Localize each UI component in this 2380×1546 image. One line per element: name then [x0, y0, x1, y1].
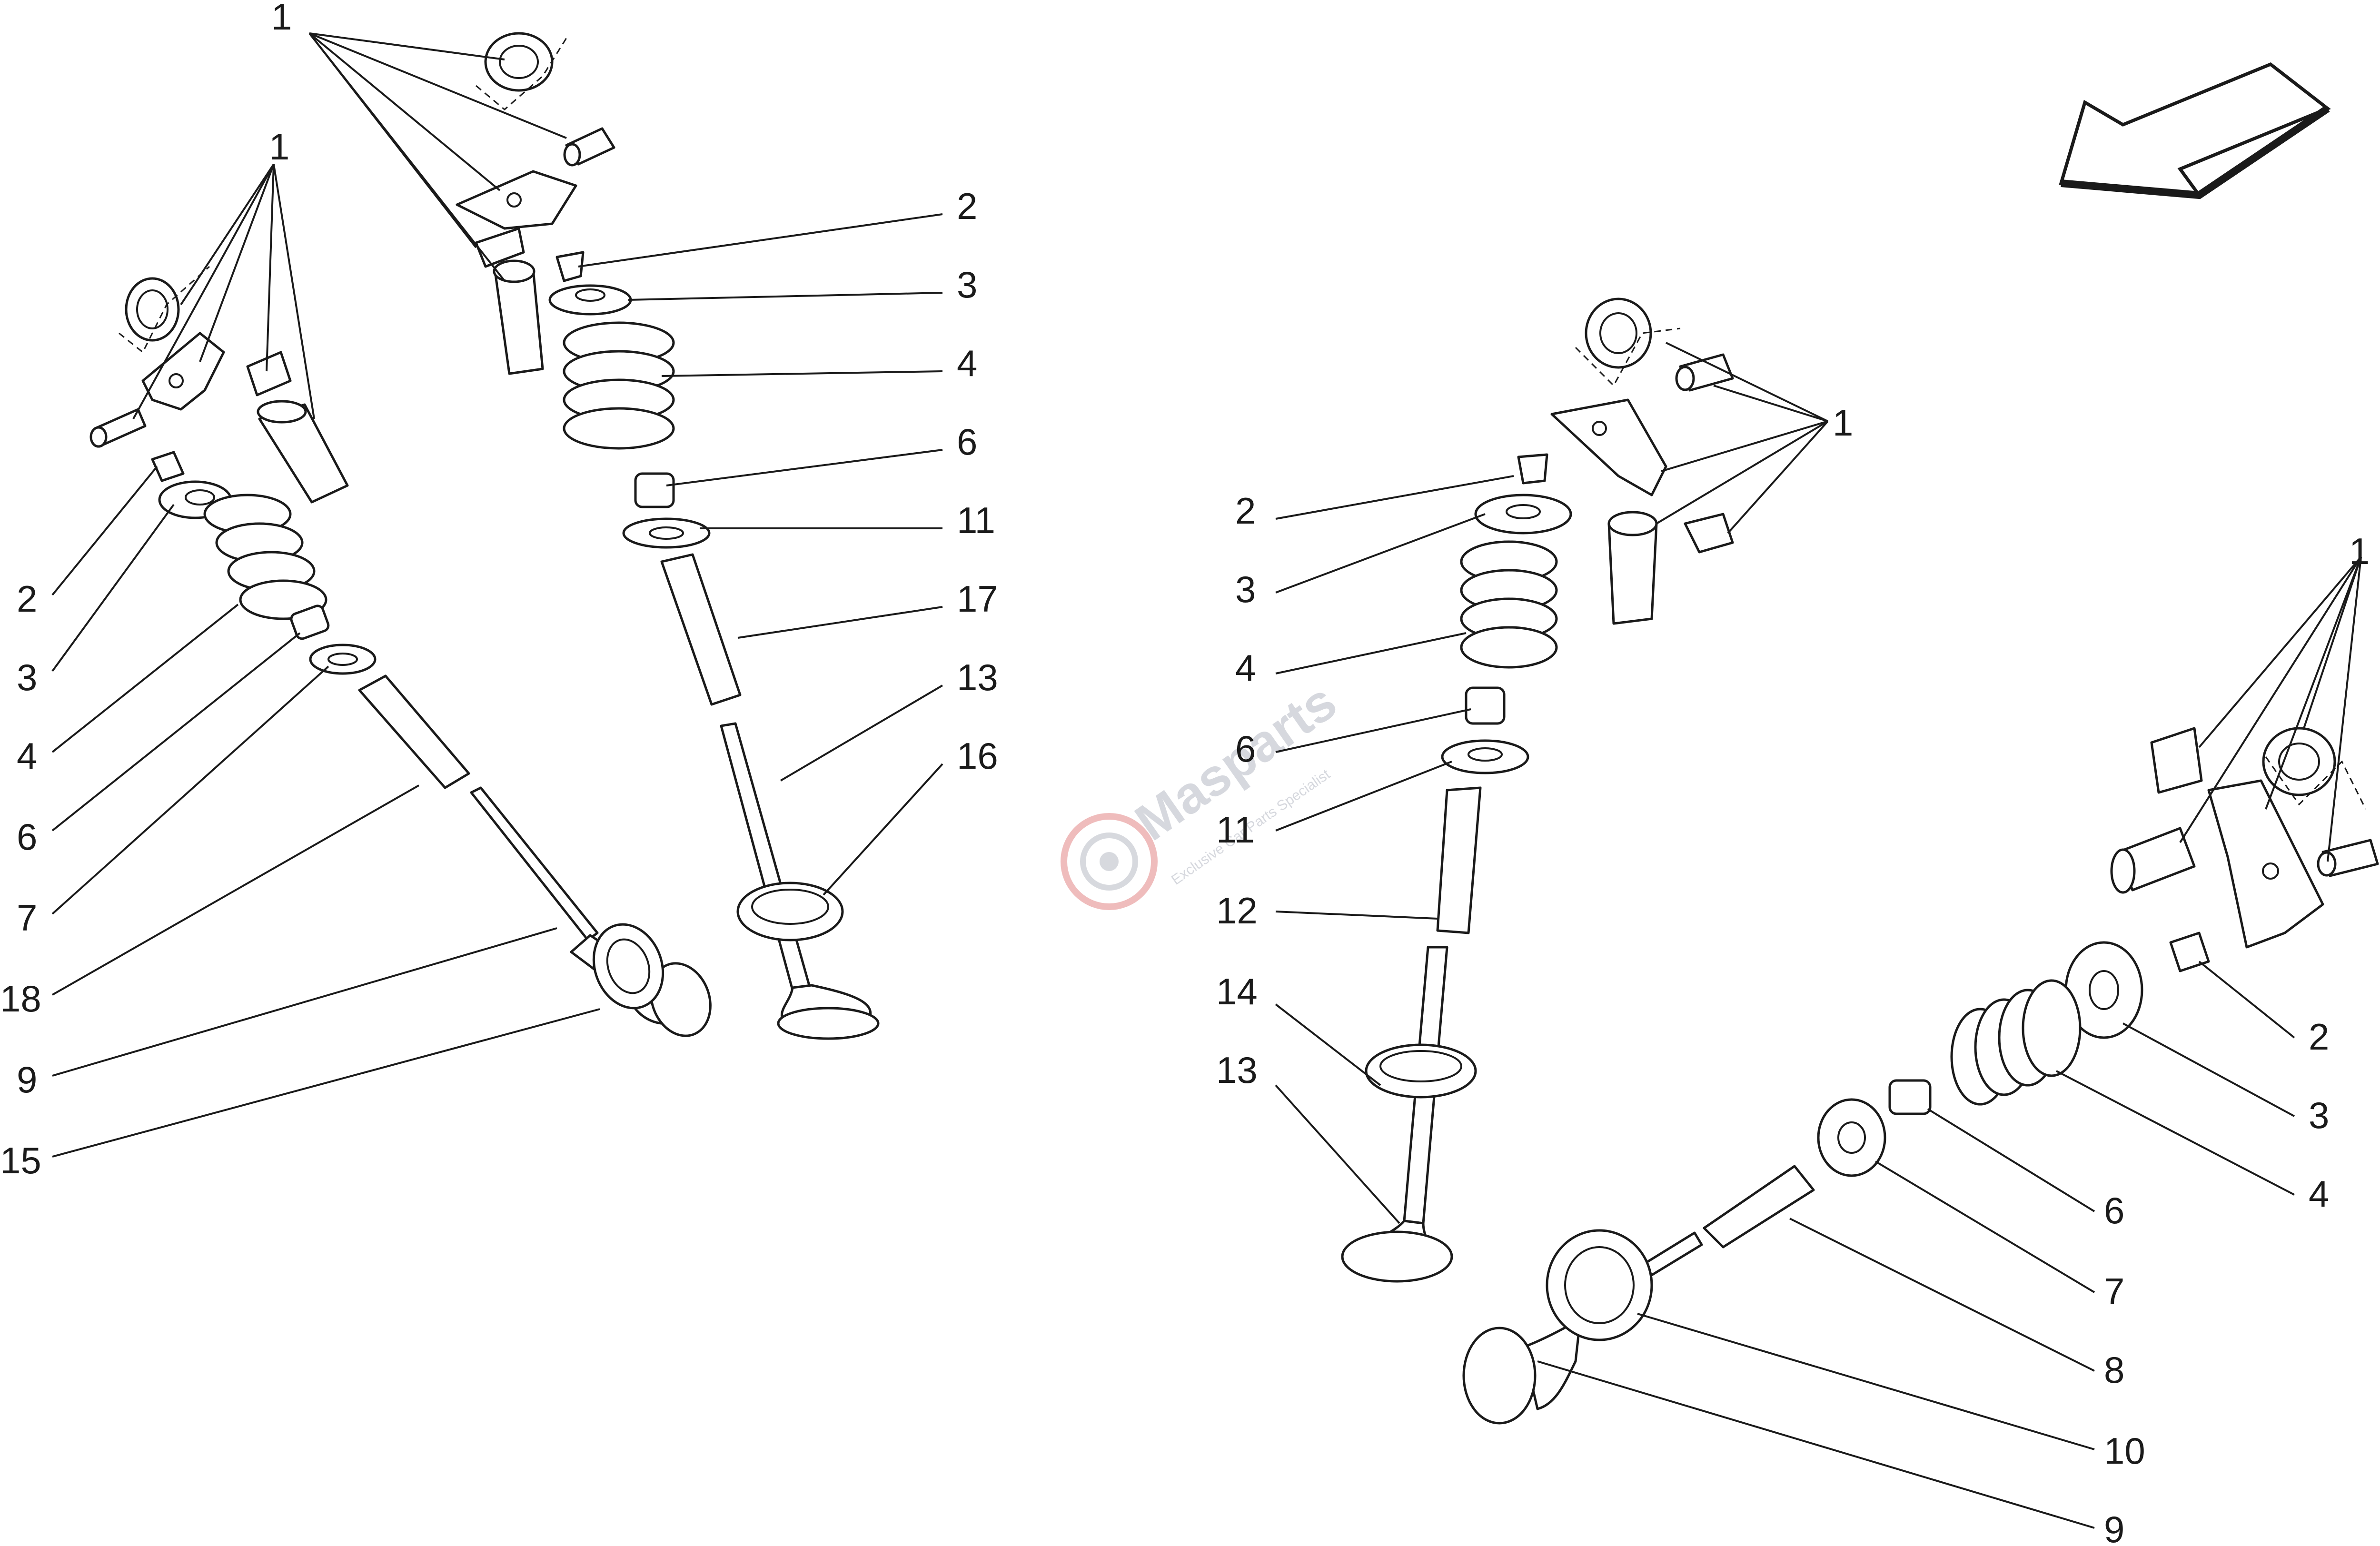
callout-label: 4: [2309, 1173, 2329, 1215]
clip: [246, 351, 292, 396]
washer: [1441, 739, 1529, 774]
callout-label: 15: [0, 1140, 41, 1181]
callout-label: 6: [2104, 1189, 2124, 1231]
callout-label: 2: [1235, 490, 1256, 532]
right-valve-assembly: [1341, 297, 1734, 1283]
callout-label: 2: [17, 578, 37, 620]
callout-label: 4: [957, 342, 977, 384]
callout-label: 3: [17, 656, 37, 698]
far-right-valve-assembly: [1462, 727, 2379, 1425]
valve-guide: [358, 674, 470, 789]
valve: [1341, 946, 1453, 1283]
callout-label: 2: [957, 185, 977, 227]
callout-label: 6: [1235, 728, 1256, 770]
callout-label: 12: [1216, 890, 1258, 932]
valve-seat: [1365, 1043, 1477, 1099]
callout-label: 1: [2349, 530, 2370, 572]
callout-label: 2: [2309, 1016, 2329, 1058]
valve-guide: [1436, 786, 1482, 934]
callout-label: 9: [17, 1059, 37, 1100]
valve-keeper: [555, 251, 585, 282]
valve: [720, 722, 880, 1040]
callout-label: 7: [2104, 1270, 2124, 1312]
valve-seat: [1546, 1229, 1653, 1341]
callout-label: 11: [957, 499, 995, 541]
rocker-arm: [141, 332, 225, 411]
clip: [1684, 513, 1734, 554]
washer: [622, 517, 711, 549]
hydraulic-lifter: [1607, 522, 1658, 625]
callout-label: 3: [957, 264, 977, 306]
watermark: Masparts Exclusive Car Parts Specialist: [1061, 672, 1347, 910]
callout-label: 1: [269, 126, 289, 168]
center-valve-assembly: [456, 32, 880, 1040]
callout-label: 8: [2104, 1349, 2124, 1391]
spring-retainer: [1474, 494, 1572, 535]
callout-label: 18: [0, 978, 41, 1020]
roller-bearing: [484, 32, 554, 92]
valve-keeper: [1517, 453, 1548, 485]
valve-keeper: [151, 451, 185, 482]
callout-label: 7: [17, 897, 37, 939]
valve-stem-seal: [634, 472, 675, 508]
callout-label: 13: [1216, 1049, 1258, 1091]
valve: [470, 786, 712, 1037]
callout-label: 6: [17, 816, 37, 858]
valve-spring: [203, 494, 327, 620]
callout-label: 4: [17, 735, 37, 777]
callout-label: 10: [2104, 1430, 2145, 1472]
callout-label: 6: [957, 421, 977, 463]
roller-bearing: [1585, 297, 1652, 369]
roller-bearing: [125, 277, 180, 342]
rocker-arm: [456, 170, 577, 230]
rocker-arm: [1550, 398, 1667, 496]
rocker-arm: [2207, 779, 2324, 949]
leader-lines: [51, 32, 2362, 1529]
callout-label: 4: [1235, 647, 1256, 689]
valve-spring: [1950, 979, 2082, 1106]
valve-spring: [563, 321, 675, 450]
callout-label: 13: [957, 656, 998, 698]
callout-label: 3: [1235, 568, 1256, 610]
valve-stem-seal: [290, 605, 330, 640]
valve-guide: [1703, 1165, 1815, 1249]
washer: [309, 644, 377, 675]
valve-stem-seal: [1888, 1079, 1932, 1115]
callout-label: 3: [2309, 1094, 2329, 1136]
hydraulic-lifter: [494, 268, 544, 375]
callout-label: 1: [1833, 402, 1853, 444]
washer: [1817, 1098, 1886, 1177]
callout-label: 17: [957, 578, 998, 620]
valve-keeper: [2150, 727, 2203, 794]
valve-stem-seal: [1465, 686, 1506, 725]
valve-spring: [1460, 540, 1558, 669]
clip: [475, 227, 525, 268]
callout-label: 1: [271, 0, 292, 38]
callout-label: 14: [1216, 971, 1258, 1012]
callout-label: 11: [1216, 809, 1255, 851]
arrow-left-down-icon: [2059, 62, 2331, 199]
callout-label: 9: [2104, 1508, 2124, 1546]
valve-seat: [736, 882, 844, 941]
callout-label: 16: [957, 735, 998, 777]
watermark-logo: [1061, 813, 1158, 910]
valve-guide: [660, 553, 742, 706]
